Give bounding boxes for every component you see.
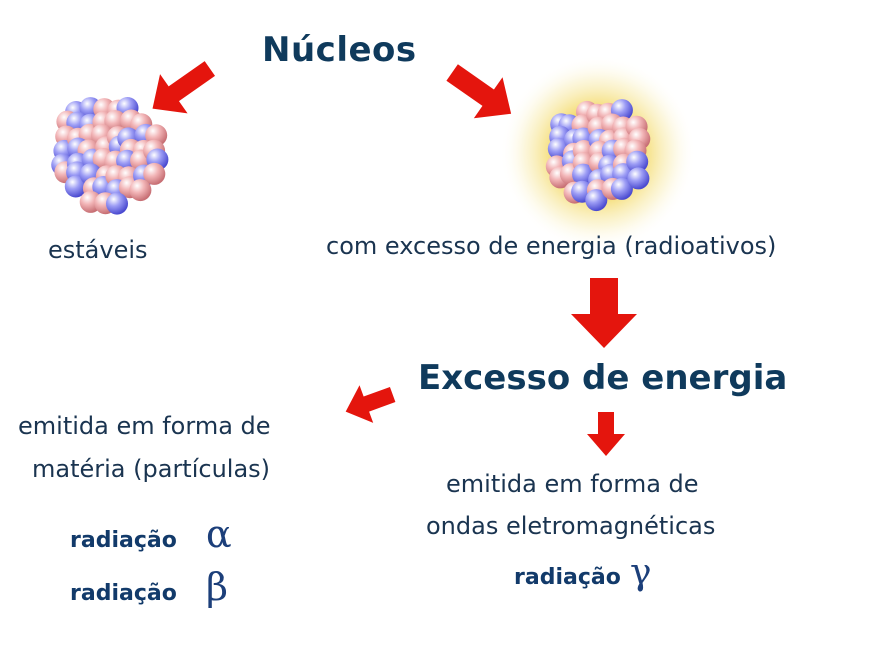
gamma-radiation-row: radiação γ <box>514 552 651 593</box>
arrows <box>152 61 637 456</box>
neutron-sphere <box>627 167 650 190</box>
radioactive-label: com excesso de energia (radioativos) <box>326 232 777 260</box>
arrow-to-waves-icon <box>587 412 625 456</box>
gamma-symbol: γ <box>629 552 652 593</box>
matter-emission-line1: emitida em forma de <box>18 412 271 440</box>
stable-label: estáveis <box>48 236 148 264</box>
alpha-symbol: α <box>205 512 232 556</box>
arrow-to-radioactive-icon <box>446 64 512 119</box>
arrow-to-stable-icon <box>152 61 216 114</box>
matter-emission-line2: matéria (partículas) <box>32 455 271 483</box>
radioactive-nucleus-icon <box>545 99 651 212</box>
arrow-to-energy-icon <box>571 278 637 348</box>
alpha-radiation-row: radiação α <box>70 512 232 556</box>
stable-nucleus-icon <box>51 97 169 215</box>
proton-sphere <box>143 162 166 185</box>
wave-emission-line2: ondas eletromagnéticas <box>426 512 716 540</box>
energy-title: Excesso de energia <box>418 358 788 398</box>
wave-emission-line1: emitida em forma de <box>446 470 699 498</box>
diagram-title: Núcleos <box>262 30 417 70</box>
arrow-to-matter-icon <box>345 385 396 423</box>
beta-radiation-label: radiação <box>70 581 177 606</box>
neutron-sphere <box>106 192 128 215</box>
gamma-radiation-label: radiação <box>514 565 621 590</box>
neutron-sphere <box>64 175 87 198</box>
neutron-sphere <box>585 189 608 212</box>
neutron-sphere <box>610 177 633 200</box>
proton-sphere <box>129 179 152 202</box>
beta-radiation-row: radiação β <box>70 565 228 609</box>
neutron-sphere <box>626 150 649 173</box>
alpha-radiation-label: radiação <box>70 528 177 553</box>
beta-symbol: β <box>205 565 228 609</box>
